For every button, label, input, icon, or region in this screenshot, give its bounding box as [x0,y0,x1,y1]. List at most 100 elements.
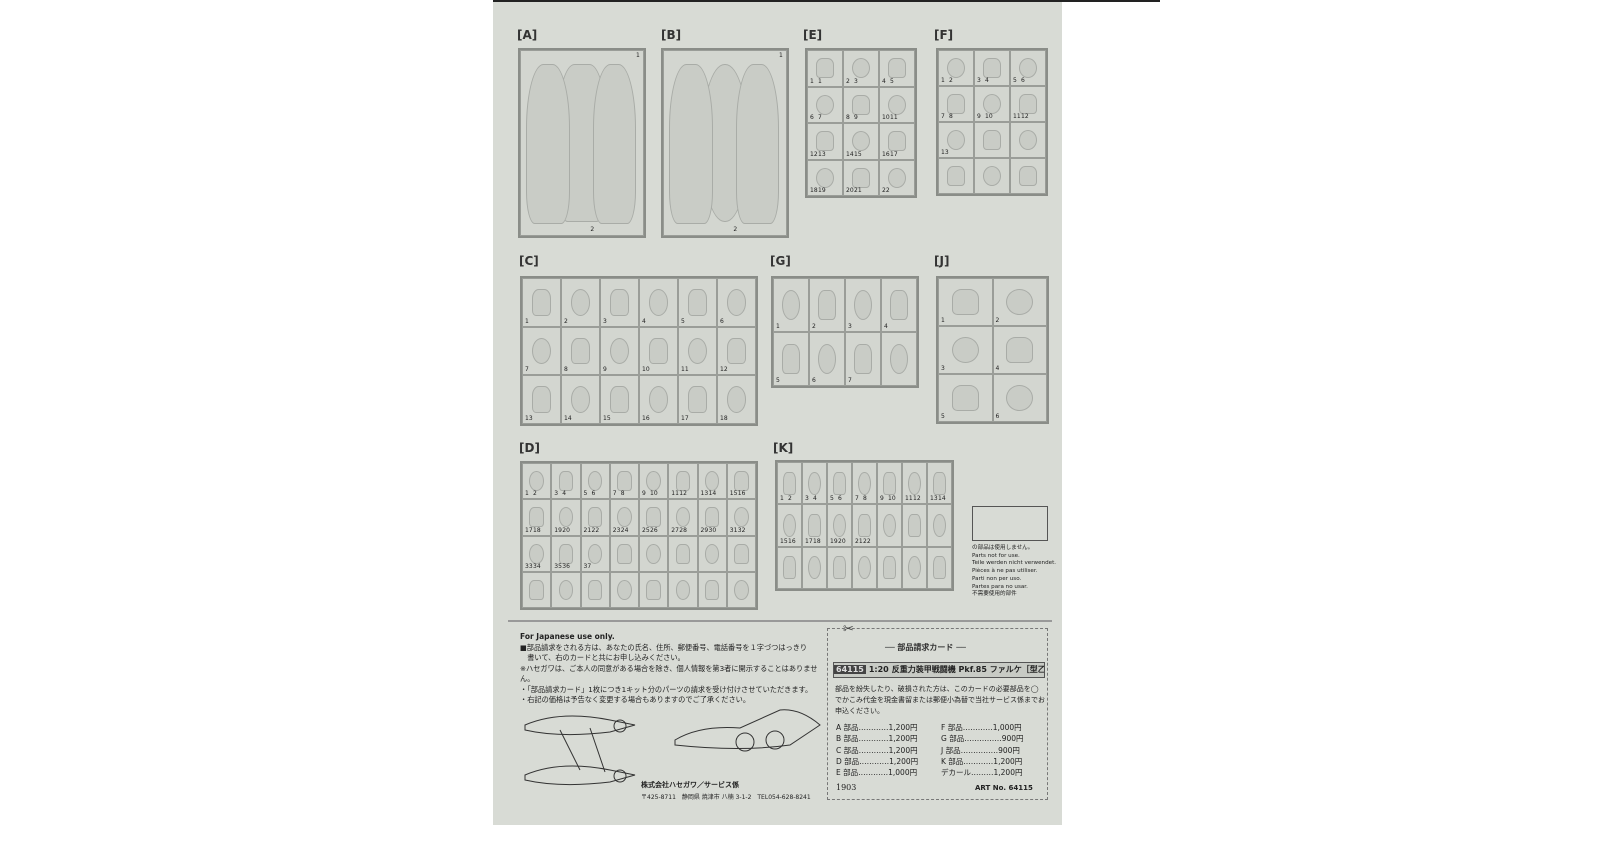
company-name: 株式会社ハセガワ／サービス係 [641,781,739,789]
scan-edge-line [493,0,1160,2]
part-number: 1 [780,495,784,503]
not-used-line: の部品は使用しません。 [972,545,1034,551]
model-part-shape [648,386,669,414]
sprue-frame-cell [609,571,639,608]
sprue-frame-cell [852,546,877,589]
model-part-shape [587,507,603,528]
part-number: 5 [890,77,894,85]
part-number: 8 [949,113,953,120]
sprue-frame-cell [668,499,698,536]
model-part-shape [858,556,871,580]
part-number: 19 [818,187,826,194]
part-number: 2 [846,77,850,85]
sprue-frame-cell [600,326,639,376]
part-number: 4 [813,495,817,503]
sprue-frame-cell [678,375,717,424]
sprue-frame-cell [580,463,610,500]
part-number: 8 [863,495,867,503]
part-number: 12 [1021,113,1029,120]
part-number: 2 [788,495,792,503]
sprue-frame-cell [663,50,787,236]
sprue-frame-cell [974,158,1010,194]
part-number: 16 [882,150,890,158]
model-part-shape [587,579,603,600]
part-number: 8 [564,366,568,374]
part-number: 12 [913,495,921,503]
section-divider [508,620,1052,622]
sprue-label-b: [B] [661,28,682,42]
model-part-shape [983,130,1001,150]
model-part-shape [529,543,544,564]
part-number: 7 [848,377,852,384]
part-number: 5 [830,495,834,503]
sprue-frame-cell [522,535,552,572]
part-number: 13 [930,495,938,503]
price-item: F 部品…………1,000円 [941,723,1022,732]
model-part-shape [609,337,630,365]
model-part-shape [816,131,834,152]
art-number: ART No. 64115 [975,784,1033,792]
part-number: 1 [525,490,529,498]
model-part-shape [933,471,946,495]
sprue-frame-cell [522,375,561,424]
model-part-shape [947,166,965,186]
model-part-shape [783,471,796,495]
model-part-shape [558,471,574,492]
model-part-shape [983,94,1001,114]
sprue-label-c: [C] [519,254,539,268]
part-number: 25 [642,526,650,534]
model-part-shape [646,543,661,564]
model-part-shape [854,344,872,374]
model-part-shape [983,58,1001,78]
sprue-frame-cell [639,278,678,327]
sprue-label-k: [K] [773,441,794,455]
sprue-frame-cell [827,546,852,589]
model-part-shape [983,166,1001,186]
part-number: 9 [977,113,981,120]
sprue-frame-cell [668,463,698,500]
part-number: 6 [838,495,842,503]
sprue-frame-cell [807,159,843,196]
sprue-frame-cell [807,50,843,87]
sprue-frame-cell [561,375,600,424]
part-number: 11 [890,114,898,121]
model-part-shape [617,471,632,492]
part-number: 1 [636,52,640,59]
sprue-frame-cell [561,278,600,327]
model-part-shape [947,94,965,114]
lot-number: 1903 [836,783,857,792]
model-part-shape [833,471,846,495]
japan-note-line: ※ハセガワは、ご本人の同意がある場合を除き、個人情報を第3者に開示することはあり… [520,663,818,684]
part-number: 6 [995,413,1000,420]
model-part-shape [617,543,632,564]
part-number: 6 [810,114,814,121]
sprue-frame-cell [927,462,952,505]
part-number: 17 [805,537,813,545]
sprue-frame-cell [773,332,809,386]
sprue-frame-cell [697,463,727,500]
model-part-shape [816,167,834,188]
part-number: 5 [681,317,685,325]
part-number: 13 [941,149,949,156]
model-part-shape [646,579,661,600]
sprue-frame-cell [802,462,827,505]
part-number: 13 [700,490,709,498]
part-number: 10 [888,495,896,503]
sprue-frame-cell [609,499,639,536]
sprue-frame-cell [1010,122,1046,158]
not-used-parts-swatch [972,506,1048,541]
model-part-shape [704,471,720,492]
sprue-frame-cell [520,50,644,236]
part-number: 24 [620,526,629,534]
sprue-frame-cell [974,86,1010,122]
part-number: 19 [830,537,838,545]
part-number: 4 [642,317,646,325]
not-used-line: Pièces à ne pas utiliser. [972,568,1038,575]
model-part-shape [704,507,720,528]
